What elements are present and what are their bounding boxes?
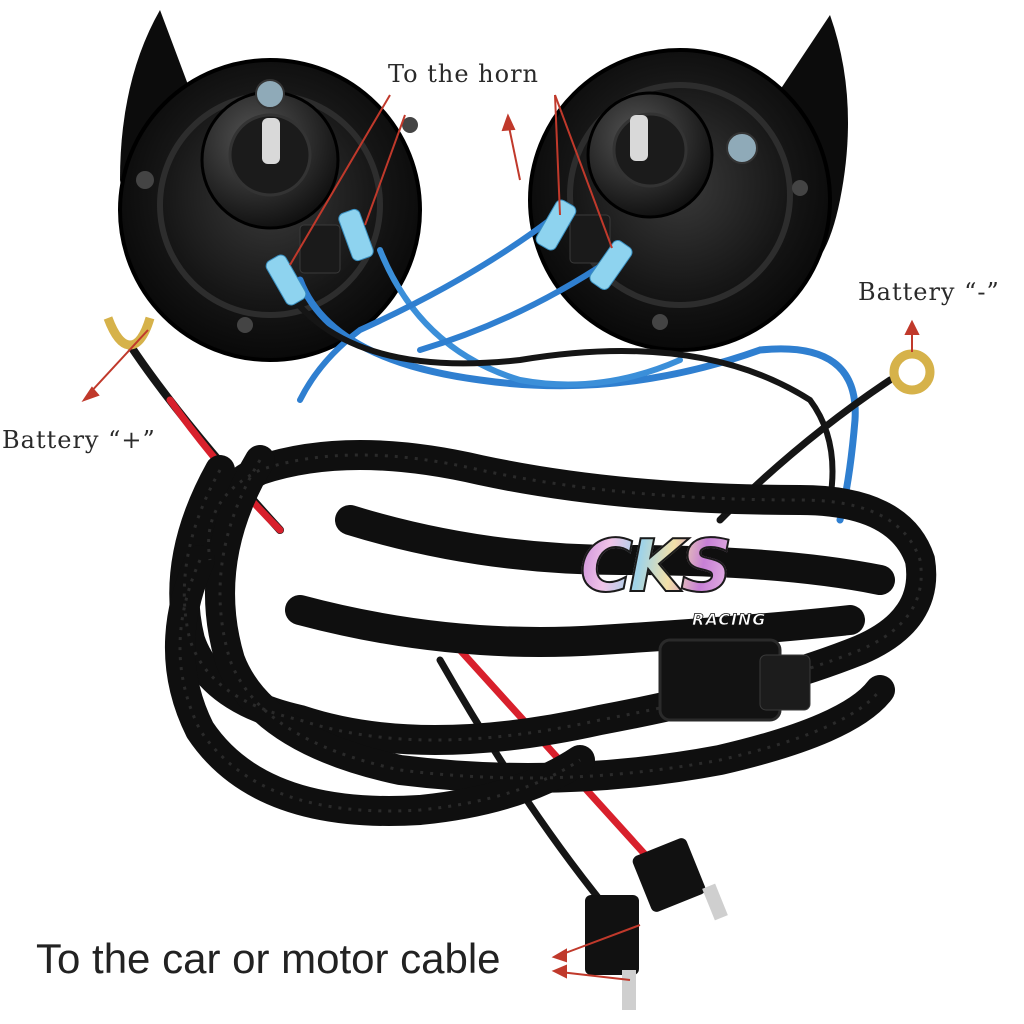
blue-wire-b	[377, 247, 683, 388]
logo-main-text: CKS	[579, 524, 733, 608]
right-horn-bolt	[630, 115, 648, 161]
plug-connectors	[585, 838, 728, 1010]
red-wire-plug	[456, 646, 654, 864]
cks-racing-logo: CKS RACING	[579, 524, 820, 640]
left-horn-bolt	[262, 118, 280, 164]
logo-sub-text: RACING	[692, 610, 767, 630]
battery-terminals	[103, 316, 935, 395]
car-cable-label: To the car or motor cable	[36, 935, 501, 982]
terminal-negative	[889, 349, 935, 395]
plug-red	[632, 838, 706, 912]
relay-box	[658, 638, 811, 722]
to-horn-label: To the horn	[388, 60, 539, 88]
spade-connectors	[265, 199, 633, 306]
terminal-positive	[103, 316, 155, 350]
right-horn	[528, 15, 848, 352]
battery-negative-label: Battery “-”	[858, 278, 1000, 306]
blue-wire-c	[297, 217, 553, 403]
wire-loom	[165, 440, 937, 826]
blue-wire-d	[417, 257, 613, 353]
annotation-arrows	[81, 94, 920, 981]
battery-positive-label: Battery “+”	[2, 426, 156, 454]
left-horn	[118, 10, 422, 362]
